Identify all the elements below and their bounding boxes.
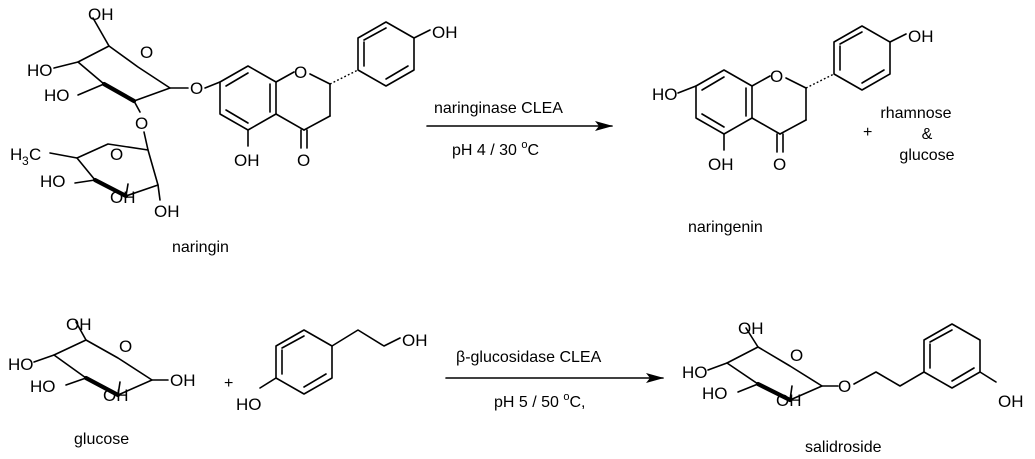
glucose-oh-top: OH — [66, 315, 92, 334]
rhamnose-ring-o: O — [110, 145, 123, 164]
salidroside-label: salidroside — [805, 439, 882, 456]
rhamnose-oh-right: OH — [154, 202, 180, 221]
svg-text:3: 3 — [22, 154, 29, 168]
reaction1-catalyst: naringinase CLEA — [434, 100, 563, 117]
glucose-label: glucose — [74, 431, 129, 448]
glucose-structure: OH O HO HO OH OH — [8, 315, 196, 405]
naringenin-label: naringenin — [688, 219, 763, 236]
naringenin-structure: HO OH O O OH — [652, 25, 934, 174]
svg-text:C: C — [29, 145, 41, 164]
glucose-oh-mid: OH — [103, 386, 129, 405]
salidroside-4-oh: OH — [998, 392, 1024, 411]
tyrosol-oh: OH — [402, 331, 428, 350]
naringin-4p-oh: OH — [432, 23, 458, 42]
byproduct-glucose: glucose — [899, 147, 954, 164]
naringin-carbonyl-o: O — [297, 151, 310, 170]
naringin-5-oh: OH — [234, 151, 260, 170]
naringenin-5-oh: OH — [708, 155, 734, 174]
salidroside-ring-o: O — [790, 346, 803, 365]
salidroside-glyco-o: O — [838, 377, 851, 396]
rhamnose-oh-mid: OH — [110, 188, 136, 207]
naringin-ho-lower: HO — [44, 86, 70, 105]
naringenin-7-ho: HO — [652, 85, 678, 104]
byproduct-ampersand: & — [922, 126, 933, 143]
glucose-ho-lower: HO — [30, 377, 56, 396]
salidroside-oh-mid: OH — [776, 391, 802, 410]
tyrosol-structure: HO OH — [236, 329, 428, 414]
salidroside-ho-left: HO — [682, 363, 708, 382]
byproduct-rhamnose: rhamnose — [880, 105, 951, 122]
naringenin-carbonyl-o: O — [773, 155, 786, 174]
salidroside-structure: OH O HO HO OH O OH — [682, 319, 1024, 411]
glucose-oh-anomeric: OH — [170, 371, 196, 390]
naringin-structure: OH O HO HO O O O H 3 C HO OH OH — [10, 5, 458, 221]
plus-sign-1: + — [863, 124, 872, 141]
reaction2-catalyst: β-glucosidase CLEA — [456, 349, 602, 366]
tyrosol-ho: HO — [236, 395, 262, 414]
naringin-ho-left: HO — [27, 61, 53, 80]
plus-sign-2: + — [224, 375, 233, 392]
naringin-glyco-o: O — [190, 79, 203, 98]
naringin-ring-o1: O — [140, 43, 153, 62]
glucose-ho-left: HO — [8, 355, 34, 374]
naringin-oh-top: OH — [88, 5, 114, 24]
salidroside-ho-lower: HO — [702, 384, 728, 403]
rhamnose-h3c: H — [10, 145, 22, 164]
naringenin-4p-oh: OH — [908, 27, 934, 46]
rhamnose-ho: HO — [40, 172, 66, 191]
reaction1-conditions: pH 4 / 30 oC — [452, 139, 539, 159]
naringin-ring-o2: O — [294, 63, 307, 82]
salidroside-oh-top: OH — [738, 319, 764, 338]
naringenin-ring-o: O — [770, 67, 783, 86]
glucose-ring-o: O — [119, 337, 132, 356]
naringin-label: naringin — [172, 239, 229, 256]
reaction2-conditions: pH 5 / 50 oC, — [494, 391, 586, 411]
naringin-link-o: O — [135, 114, 148, 133]
